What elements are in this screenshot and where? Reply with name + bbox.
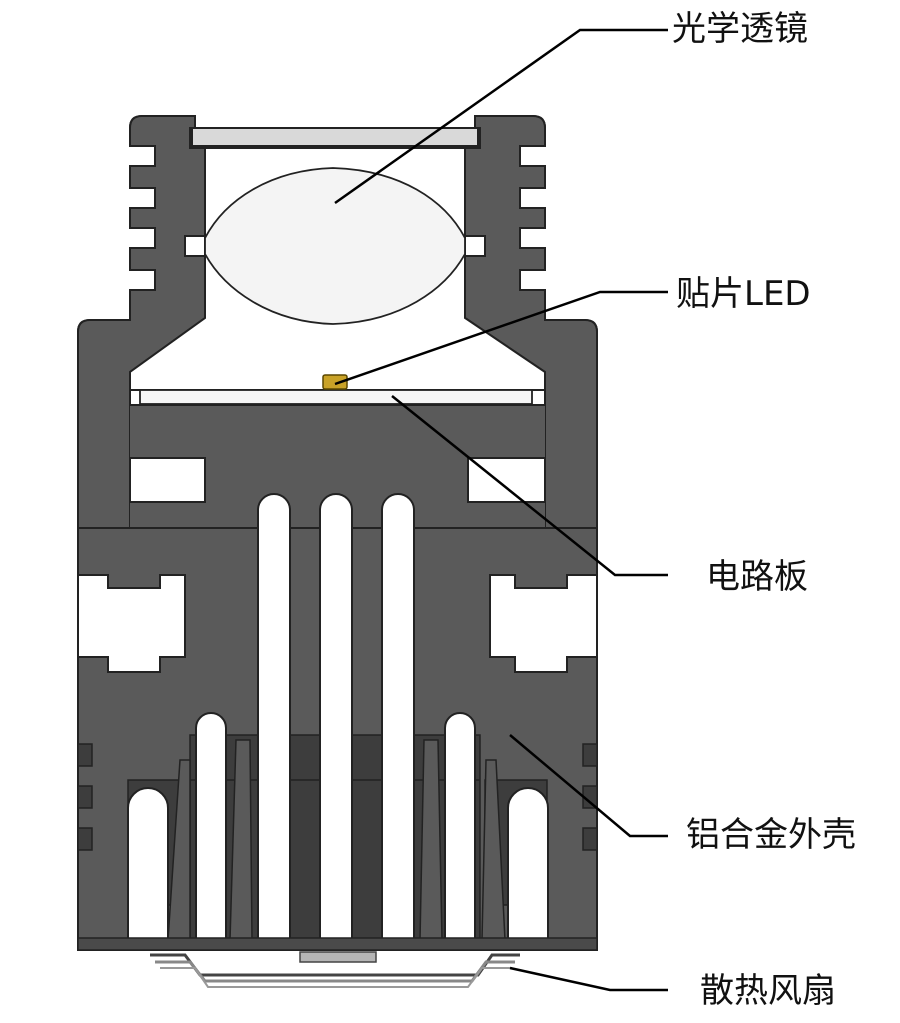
side-tab-l2 [77,785,93,809]
leader-shell [509,734,668,838]
fan-hub [299,951,377,963]
smd-led [322,374,348,390]
fin-c [419,739,443,941]
side-tab-r3 [582,827,598,851]
left-notch [77,574,186,673]
optical-lens [204,167,466,325]
label-fan: 散热风扇 [700,971,836,1011]
leader-led [334,290,668,386]
slot-5 [444,712,476,941]
right-notch [489,574,598,673]
circuit-board [139,389,533,405]
slot-7 [507,787,549,941]
label-shell: 铝合金外壳 [686,815,856,855]
leader-lines [334,28,668,992]
fan-blade-rail-bottom [155,960,515,983]
label-pcb: 电路板 [706,557,808,597]
slot-2 [319,493,353,941]
right-window [467,457,546,503]
leader-pcb [391,395,668,577]
lens-tab-left [184,235,206,257]
housing-left-wall [77,115,206,950]
left-window [129,457,206,503]
housing-right-wall [464,115,598,950]
lens-chamber [129,127,546,391]
callout-labels: 光学透镜 贴片LED 电路板 铝合金外壳 散热风扇 [672,9,856,1011]
slot-3 [381,493,415,941]
cooling-fan [150,951,520,988]
leader-fan [509,966,668,992]
fan-blade-rail-inner [160,967,512,988]
side-tab-l1 [77,743,93,767]
slot-6 [127,787,169,941]
slot-1 [257,493,291,941]
fan-blade-rail-top [150,953,520,977]
slot-4 [195,712,227,941]
leader-lens [334,28,668,205]
lens-tab-right [464,235,486,257]
housing-bottom-edge [77,937,598,951]
side-tab-l3 [77,827,93,851]
glass-cover [191,127,479,147]
label-lens: 光学透镜 [672,9,808,49]
side-tab-r1 [582,743,598,767]
aluminum-housing [77,115,598,951]
label-led: 贴片LED [676,274,811,314]
